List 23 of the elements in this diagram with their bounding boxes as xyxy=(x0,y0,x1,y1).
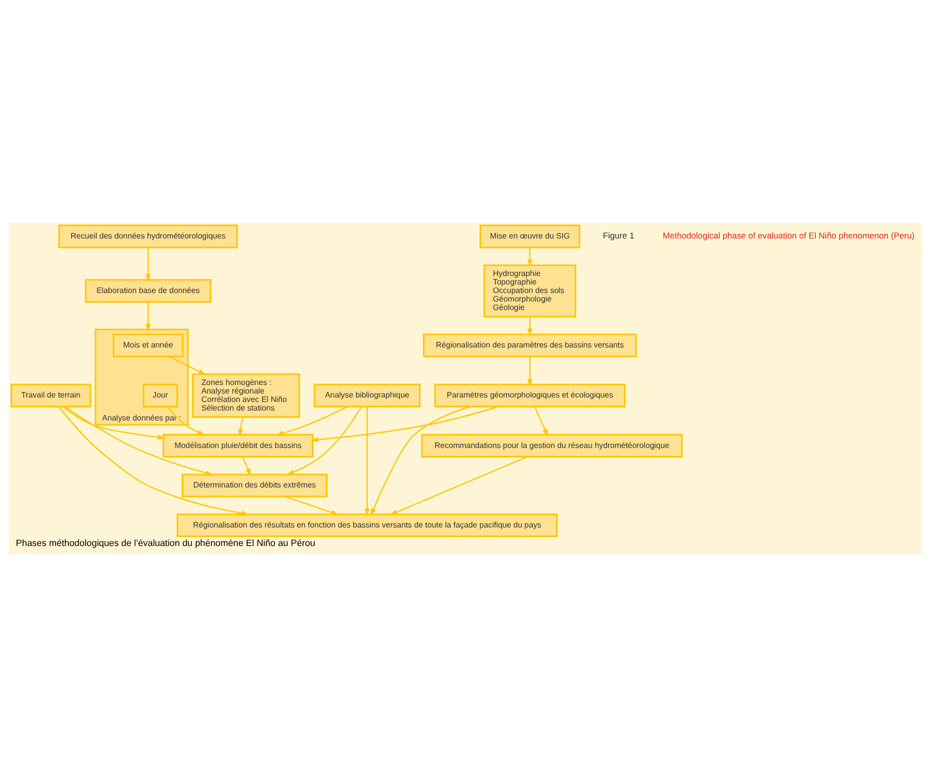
arrow xyxy=(284,495,338,514)
arrow xyxy=(64,406,214,475)
caption: Phases méthodologiques de l’évaluation du phénomène El Niño au Pérou xyxy=(16,538,316,548)
arrow xyxy=(58,406,249,516)
arrow xyxy=(527,316,532,336)
arrow xyxy=(286,406,362,475)
arrow xyxy=(62,406,166,440)
arrow xyxy=(527,356,532,386)
arrow xyxy=(242,456,251,476)
arrow xyxy=(146,247,151,282)
arrow xyxy=(534,406,548,436)
arrow xyxy=(146,302,151,331)
arrow xyxy=(166,406,206,435)
arrow xyxy=(370,406,471,516)
arrow xyxy=(527,247,532,266)
label: Figure 1 xyxy=(602,230,634,240)
arrow xyxy=(238,416,244,436)
label: Methodological phase of evaluation of El Niño phenomenon (Peru) xyxy=(662,230,915,240)
arrow xyxy=(310,406,498,442)
arrow xyxy=(364,406,370,516)
arrow xyxy=(168,355,206,374)
arrow xyxy=(276,406,348,436)
arrow xyxy=(390,456,528,514)
